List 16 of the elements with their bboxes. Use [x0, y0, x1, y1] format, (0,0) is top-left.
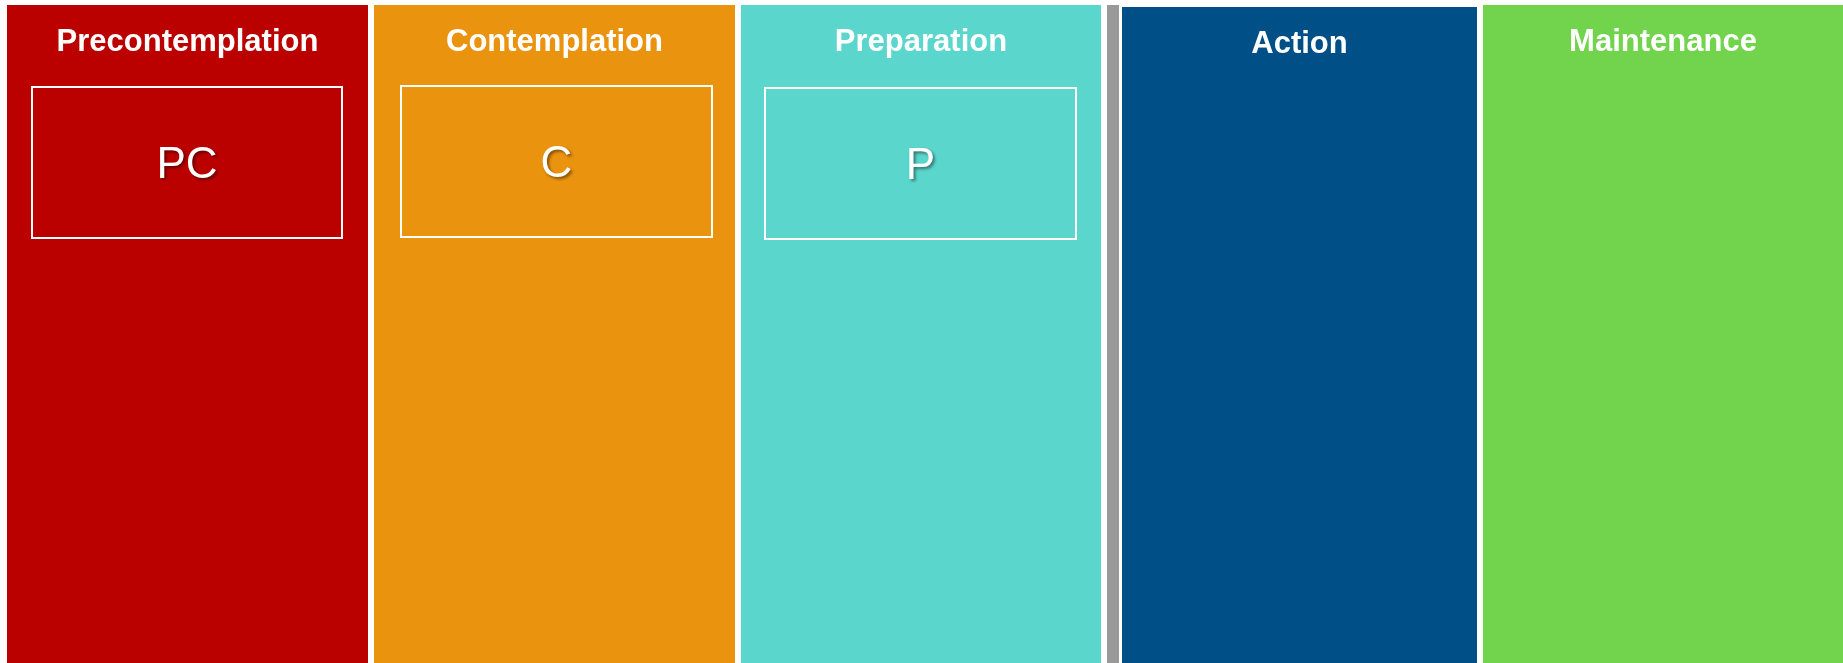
stage-title: Contemplation — [445, 23, 664, 59]
stage-box — [764, 87, 1077, 240]
stage-title: Precontemplation — [55, 23, 320, 59]
stage-box — [400, 85, 713, 238]
stage-column — [1483, 5, 1843, 663]
stage-abbreviation: PC — [156, 137, 218, 188]
stage-box — [31, 86, 343, 239]
stage-title: Maintenance — [1568, 23, 1758, 59]
stage-column — [374, 5, 735, 663]
stage-column — [741, 5, 1101, 663]
stage-title: Preparation — [833, 23, 1009, 59]
stage-abbreviation: P — [905, 138, 936, 189]
stage-title: Action — [1250, 25, 1349, 61]
stage-column — [1122, 7, 1477, 663]
stage-abbreviation: C — [540, 136, 573, 187]
stage-column — [7, 5, 368, 663]
